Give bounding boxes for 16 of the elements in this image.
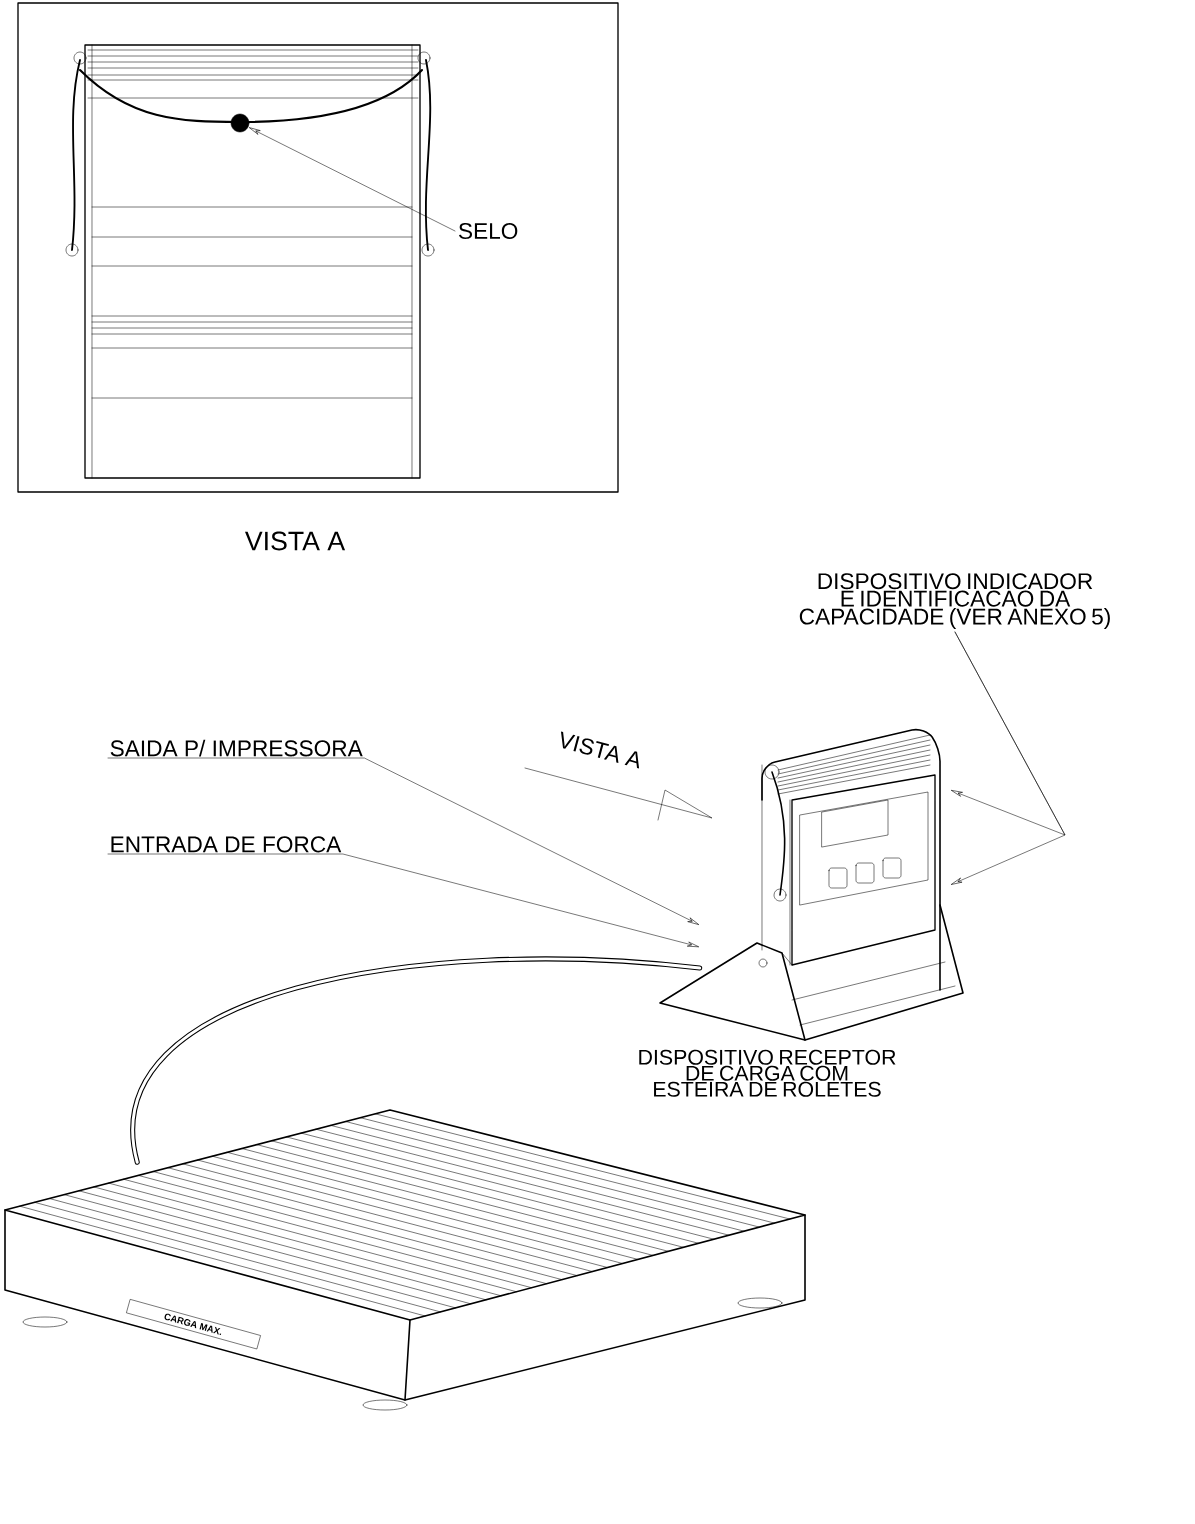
nameplate: CARGA MAX.	[126, 1299, 261, 1350]
leader-line	[107, 757, 699, 925]
callout-label: ENTRADA DE FORCA	[111, 836, 342, 853]
indicator-drawing	[659, 728, 964, 1041]
view-label: VISTA A	[560, 731, 640, 769]
leader-line	[107, 853, 699, 947]
platform-drawing	[4, 1109, 806, 1411]
leader-line	[249, 127, 456, 232]
node-label: DISPOSITIVO RECEPTOR DE CARGA COM ESTEIRA DE ROLETES	[639, 1049, 896, 1097]
seal	[230, 113, 250, 133]
callout-label: SAIDA P/ IMPRESSORA	[110, 739, 363, 757]
leader-line	[951, 631, 1066, 885]
callout-label: SELO	[458, 223, 518, 240]
cable	[130, 956, 703, 1165]
callout-label: DISPOSITIVO INDICADOR E IDENTIFICACAO DA CAPACIDADE (VER ANEXO 5)	[799, 573, 1110, 630]
view-caption: VISTA A	[245, 531, 346, 551]
